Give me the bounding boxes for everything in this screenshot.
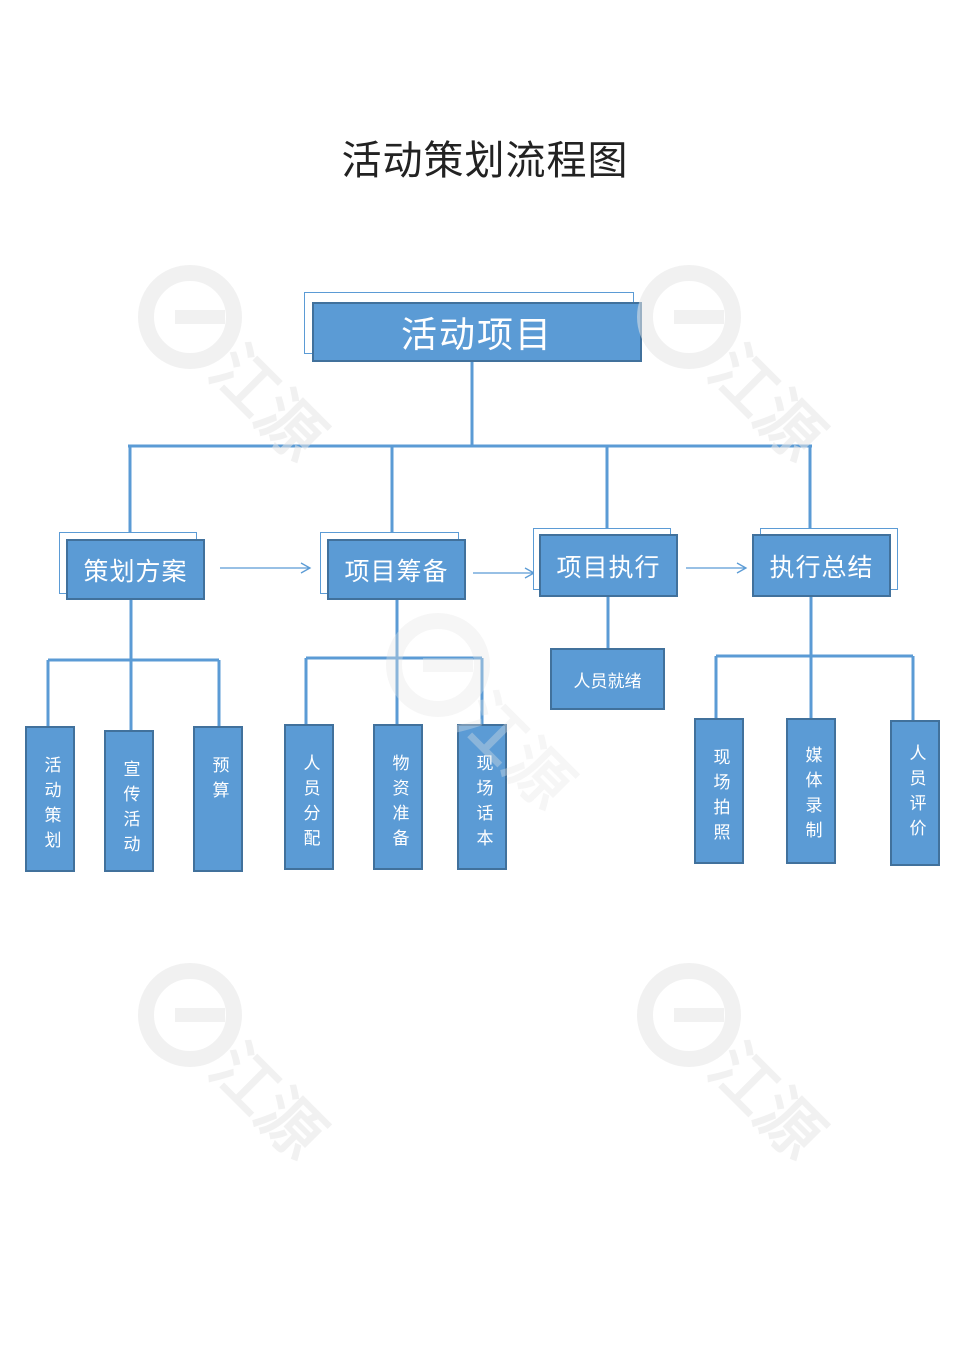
task-label: 人员分配 (299, 754, 320, 854)
watermark: 江源 (634, 960, 837, 1174)
watermark: 江源 (135, 960, 338, 1174)
task-label: 现场拍照 (709, 748, 730, 848)
stage-box-summary: 执行总结 (752, 534, 891, 597)
stage-box-plan: 策划方案 (66, 539, 205, 600)
task-label: 宣传活动 (119, 760, 140, 860)
task-box: 活动策划 (25, 726, 75, 872)
stage-label: 策划方案 (83, 556, 188, 586)
task-box: 人员分配 (284, 724, 334, 870)
task-box: 宣传活动 (104, 730, 154, 872)
e-logo-icon (138, 265, 242, 369)
watermark: 江源 (383, 610, 586, 824)
root-box: 活动项目 (312, 302, 642, 362)
e-logo-icon (138, 963, 242, 1067)
root-label: 活动项目 (400, 315, 553, 356)
task-box: 预算 (193, 726, 243, 872)
task-label: 物资准备 (388, 754, 409, 854)
task-box: 人员评价 (890, 720, 940, 866)
task-label: 人员评价 (905, 744, 926, 844)
stage-box-execute: 项目执行 (539, 534, 678, 597)
task-label: 媒体录制 (801, 746, 822, 846)
watermark: 江源 (634, 262, 837, 476)
task-box: 现场拍照 (694, 718, 744, 864)
e-logo-icon (386, 613, 490, 717)
task-label: 预算 (208, 756, 229, 806)
task-label: 人员就绪 (573, 671, 642, 692)
task-box: 物资准备 (373, 724, 423, 870)
stage-box-prepare: 项目筹备 (327, 539, 466, 600)
task-label: 活动策划 (40, 756, 61, 856)
e-logo-icon (637, 963, 741, 1067)
task-label: 现场话本 (472, 754, 493, 854)
watermark: 江源 (135, 262, 338, 476)
stage-label: 执行总结 (769, 552, 874, 582)
stage-label: 项目执行 (556, 552, 661, 582)
task-box: 现场话本 (457, 724, 507, 870)
e-logo-icon (637, 265, 741, 369)
task-box: 人员就绪 (550, 648, 665, 710)
page-title: 活动策划流程图 (341, 138, 629, 184)
stage-label: 项目筹备 (344, 556, 449, 586)
task-box: 媒体录制 (786, 718, 836, 864)
